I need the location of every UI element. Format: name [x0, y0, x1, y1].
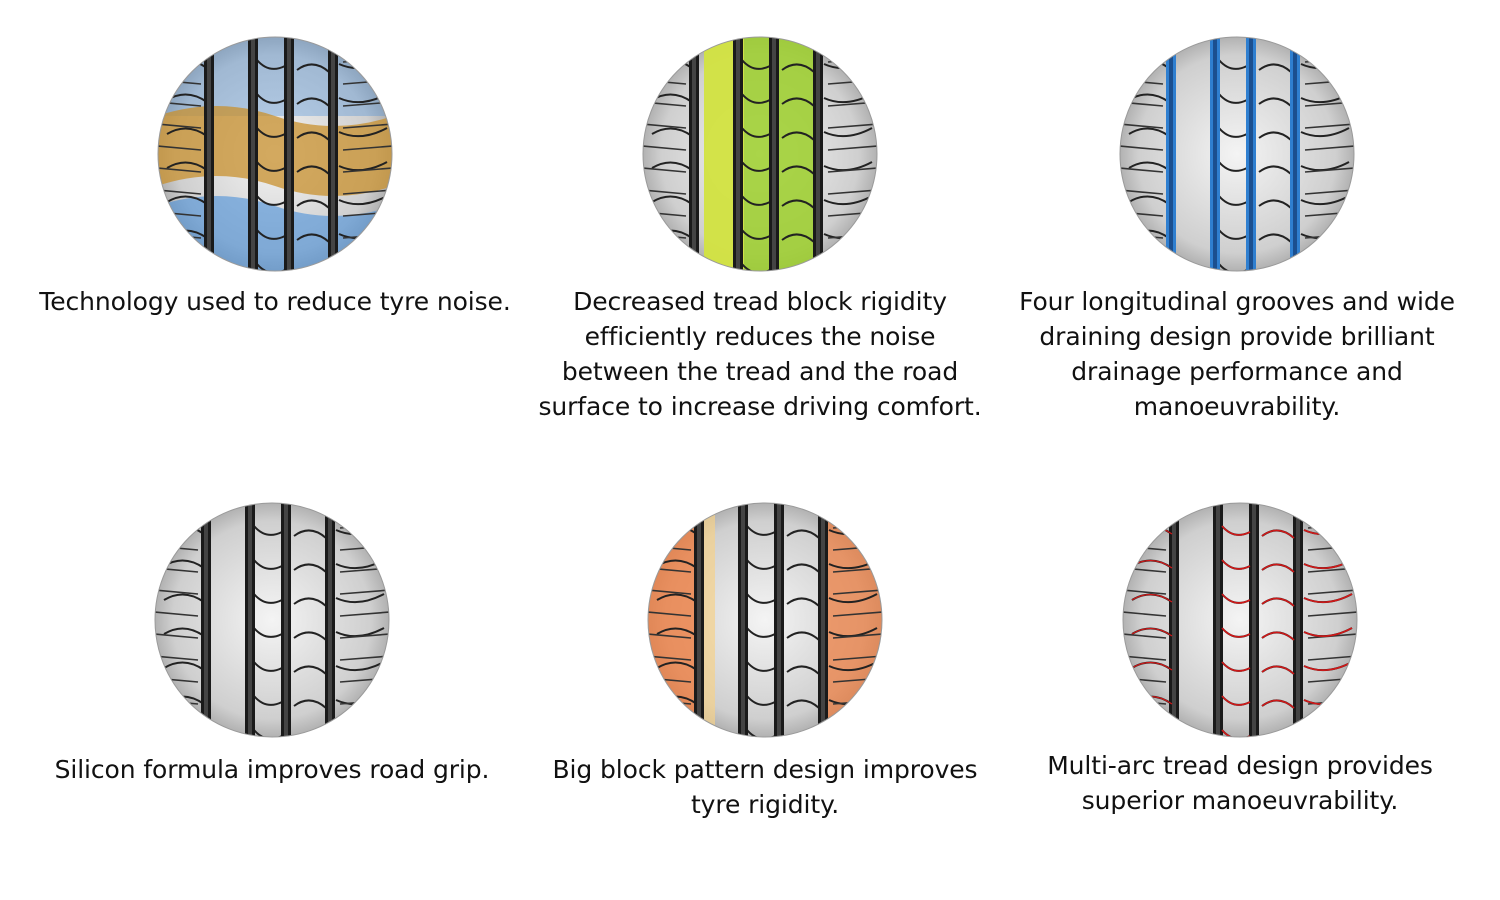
caption-line: Multi-arc tread design provides — [1047, 751, 1433, 780]
tread-block-rigidity-tread-graphic — [642, 36, 878, 272]
caption-line: Four longitudinal grooves and wide — [1019, 287, 1455, 316]
feature-caption: Big block pattern design improves tyre r… — [515, 752, 1015, 822]
caption-line: Big block pattern design improves — [552, 755, 978, 784]
caption-line: surface to increase driving comfort. — [538, 392, 982, 421]
tread-block-rigidity-icon — [642, 36, 878, 272]
caption-line: efficiently reduces the noise — [584, 322, 936, 351]
caption-line: Silicon formula improves road grip. — [54, 755, 490, 784]
caption-line: Technology used to reduce tyre noise. — [39, 287, 511, 316]
feature-caption: Decreased tread block rigidity efficient… — [510, 284, 1010, 424]
multi-arc-tread-tread-graphic — [1122, 502, 1358, 738]
caption-line: superior manoeuvrability. — [1081, 786, 1399, 815]
caption-line: between the tread and the road — [561, 357, 959, 386]
feature-caption: Technology used to reduce tyre noise. — [25, 284, 525, 319]
caption-line: tyre rigidity. — [690, 790, 840, 819]
longitudinal-grooves-icon — [1119, 36, 1355, 272]
big-block-pattern-tread-graphic — [647, 502, 883, 738]
feature-caption: Multi-arc tread design provides superior… — [990, 748, 1490, 818]
caption-line: drainage performance and — [1071, 357, 1403, 386]
caption-line: Decreased tread block rigidity — [573, 287, 947, 316]
caption-line: draining design provide brilliant — [1039, 322, 1435, 351]
feature-caption: Four longitudinal grooves and wide drain… — [987, 284, 1487, 424]
big-block-pattern-icon — [647, 502, 883, 738]
caption-line: manoeuvrability. — [1133, 392, 1341, 421]
multi-arc-tread-icon — [1122, 502, 1358, 738]
feature-caption: Silicon formula improves road grip. — [22, 752, 522, 787]
silicon-formula-tread-graphic — [154, 502, 390, 738]
longitudinal-grooves-tread-graphic — [1119, 36, 1355, 272]
tyre-noise-reduction-icon — [157, 36, 393, 272]
silicon-formula-icon — [154, 502, 390, 738]
tyre-noise-reduction-tread-graphic — [157, 36, 393, 272]
